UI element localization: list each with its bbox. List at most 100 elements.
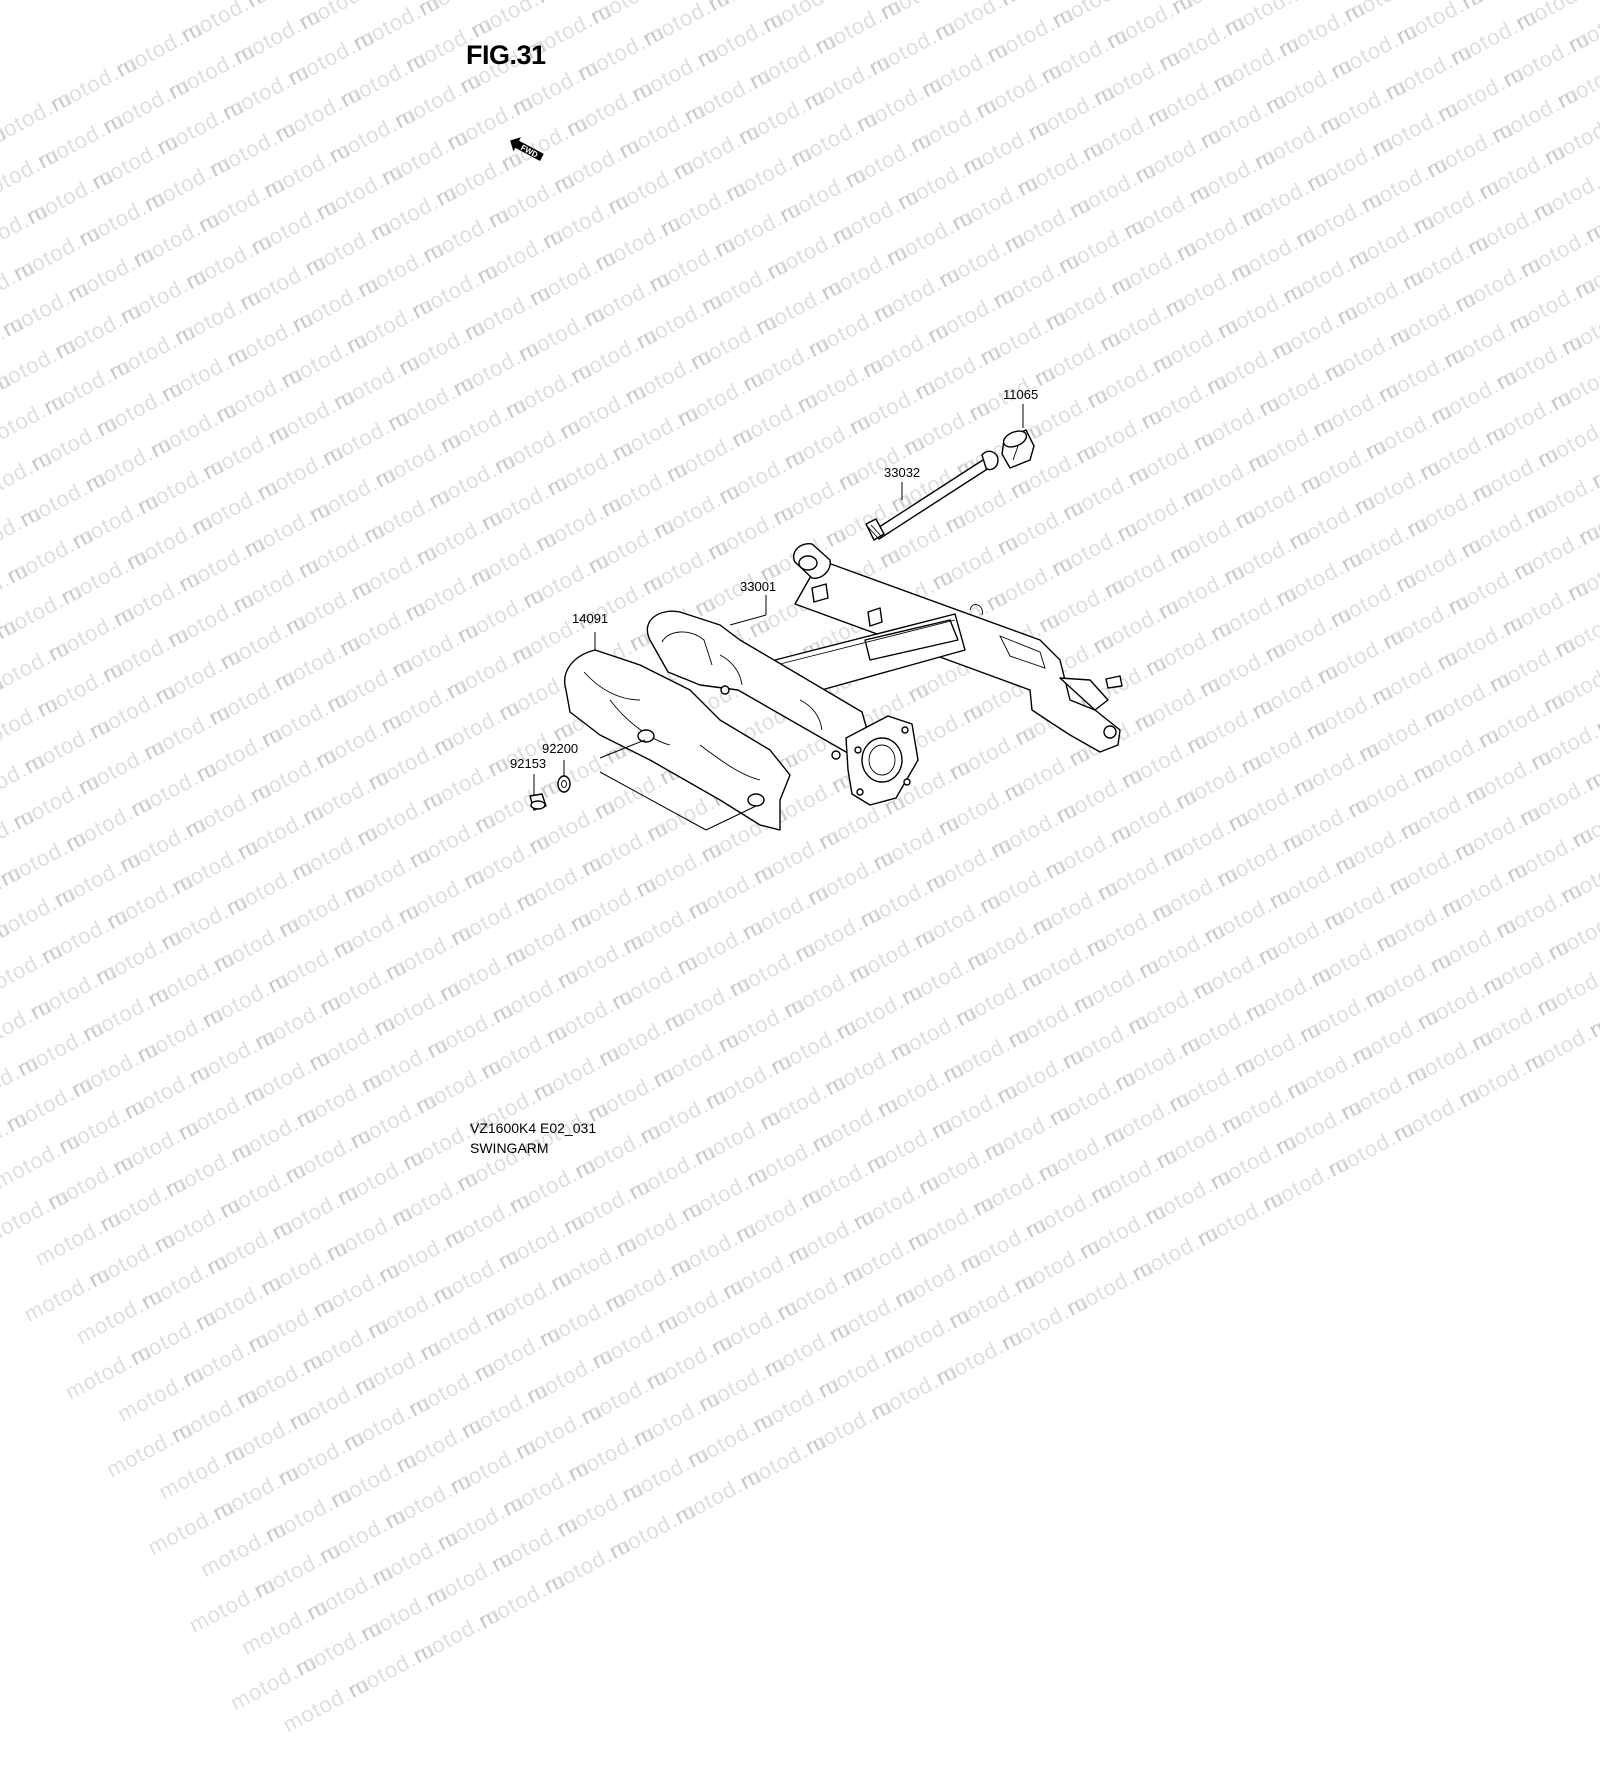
watermark-text: motod.ru xyxy=(890,1245,987,1313)
swingarm-cover-drawing xyxy=(564,649,791,831)
watermark-text: motod.ru xyxy=(522,1341,619,1409)
watermark-text: motod.ru xyxy=(718,1237,815,1305)
bolt-drawing xyxy=(529,793,547,811)
watermark-text: motod.ru xyxy=(666,1215,762,1283)
watermark-text: motod.ru xyxy=(1127,1219,1224,1286)
watermark-text: motod.ru xyxy=(84,1225,181,1293)
watermark-text: motod.ru xyxy=(191,1268,288,1336)
watermark-text: motod.ru xyxy=(997,1288,1093,1356)
watermark-text: motod.ru xyxy=(535,1285,632,1352)
watermark-text: motod.ru xyxy=(126,1303,222,1370)
watermark-text: motod.ru xyxy=(0,1182,74,1250)
watermark-text: motod.ru xyxy=(137,1247,233,1315)
watermark-text: motod.ru xyxy=(322,1199,418,1266)
watermark-text: motod.ru xyxy=(326,1445,423,1513)
watermark-text: motod.ru xyxy=(202,1212,299,1280)
watermark-text: motod.ru xyxy=(457,1376,553,1444)
watermark-text: motod.ru xyxy=(404,1354,501,1422)
watermark-text: motod.ru xyxy=(955,1210,1052,1278)
watermark-text: motod.ru xyxy=(511,1397,607,1465)
watermark-text: motod.ru xyxy=(539,1531,636,1599)
watermark-text: motod.ru xyxy=(1075,1197,1172,1264)
watermark-text: motod.ru xyxy=(226,1648,322,1716)
watermark-text: motod.ru xyxy=(291,1614,387,1681)
watermark-text: motod.ru xyxy=(694,1349,791,1417)
watermark-text: motod.ru xyxy=(552,1475,649,1542)
pivot-nut-drawing xyxy=(1001,429,1035,469)
watermark-text: motod.ru xyxy=(944,1266,1041,1334)
watermark-text: motod.ru xyxy=(612,1194,708,1262)
watermark-text: motod.ru xyxy=(154,1437,251,1505)
watermark-text: motod.ru xyxy=(237,1593,333,1660)
watermark-text: motod.ru xyxy=(546,1229,643,1296)
watermark-text: motod.ru xyxy=(879,1301,975,1369)
section-name: SWINGARM xyxy=(470,1140,549,1156)
watermark-text: motod.ru xyxy=(629,1384,725,1452)
watermark-text: motod.ru xyxy=(474,1566,571,1634)
watermark-text: motod.ru xyxy=(670,1462,767,1529)
watermark-text: motod.ru xyxy=(339,1389,435,1456)
watermark-text: motod.ru xyxy=(814,1336,910,1403)
watermark-text: motod.ru xyxy=(446,1432,542,1499)
watermark-text: motod.ru xyxy=(605,1497,701,1564)
swingarm-drawing xyxy=(646,543,1123,806)
watermark-text: motod.ru xyxy=(440,1186,536,1253)
watermark-text: motod.ru xyxy=(356,1579,453,1646)
watermark-text: motod.ru xyxy=(208,1458,305,1526)
watermark-text: motod.ru xyxy=(219,1402,316,1470)
watermark-text: motod.ru xyxy=(184,1571,281,1638)
watermark-text: motod.ru xyxy=(683,1405,779,1473)
watermark-text: motod.ru xyxy=(178,1325,275,1392)
washer-drawing xyxy=(557,775,571,793)
watermark-text: motod.ru xyxy=(309,1255,405,1323)
watermark-text: motod.ru xyxy=(587,1306,684,1374)
watermark-text: motod.ru xyxy=(838,1223,934,1291)
watermark-text: motod.ru xyxy=(374,1221,471,1288)
watermark-text: motod.ru xyxy=(19,1260,116,1327)
watermark-text: motod.ru xyxy=(102,1415,198,1483)
watermark-text: motod.ru xyxy=(428,1242,525,1309)
watermark-text: motod.ru xyxy=(825,1280,921,1348)
watermark-text: motod.ru xyxy=(30,1204,127,1272)
part-number-label: 33001 xyxy=(740,579,777,594)
watermark-text: motod.ru xyxy=(772,1258,869,1326)
part-number-label: 14091 xyxy=(572,611,609,626)
watermark-text: motod.ru xyxy=(433,1488,529,1556)
watermark-text: motod.ru xyxy=(1193,1184,1289,1252)
watermark-text: motod.ru xyxy=(784,1202,880,1270)
watermark-text: motod.ru xyxy=(735,1427,832,1495)
watermark-text: motod.ru xyxy=(903,1189,1000,1256)
part-number-label: 92153 xyxy=(510,756,547,771)
watermark-text: motod.ru xyxy=(244,1290,340,1358)
watermark-text: motod.ru xyxy=(350,1333,447,1401)
watermark-text: motod.ru xyxy=(391,1411,488,1478)
watermark-text: motod.ru xyxy=(343,1636,440,1703)
watermark-text: motod.ru xyxy=(422,1544,518,1612)
watermark-text: motod.ru xyxy=(60,1338,157,1405)
part-number-label: 11065 xyxy=(1003,387,1039,402)
watermark-text: motod.ru xyxy=(470,1319,566,1387)
swingarm-exploded-diagram xyxy=(529,404,1123,831)
watermark-text: motod.ru xyxy=(1010,1231,1106,1299)
watermark-text: motod.ru xyxy=(481,1264,577,1331)
watermark-text: motod.ru xyxy=(195,1515,292,1583)
watermark-text: motod.ru xyxy=(563,1419,660,1487)
watermark-text: motod.ru xyxy=(494,1207,590,1274)
watermark-text: motod.ru xyxy=(866,1358,963,1425)
watermark-text: motod.ru xyxy=(150,1190,246,1258)
watermark-text: motod.ru xyxy=(302,1558,399,1625)
watermark-text: motod.ru xyxy=(380,1466,477,1534)
watermark-text: motod.ru xyxy=(256,1233,353,1301)
watermark-text: motod.ru xyxy=(707,1293,804,1360)
watermark-text: motod.ru xyxy=(1062,1253,1159,1321)
watermark-text: motod.ru xyxy=(759,1315,856,1382)
watermark-text: motod.ru xyxy=(167,1381,264,1448)
watermark-text: motod.ru xyxy=(72,1282,168,1349)
watermark-text: motod.ru xyxy=(498,1454,595,1521)
watermark-text: motod.ru xyxy=(801,1392,897,1460)
watermark-text: motod.ru xyxy=(285,1368,381,1435)
watermark-text: motod.ru xyxy=(261,1480,357,1548)
pivot-shaft-drawing xyxy=(865,450,999,541)
watermark-text: motod.ru xyxy=(363,1276,460,1344)
watermark-text: motod.ru xyxy=(748,1370,845,1438)
